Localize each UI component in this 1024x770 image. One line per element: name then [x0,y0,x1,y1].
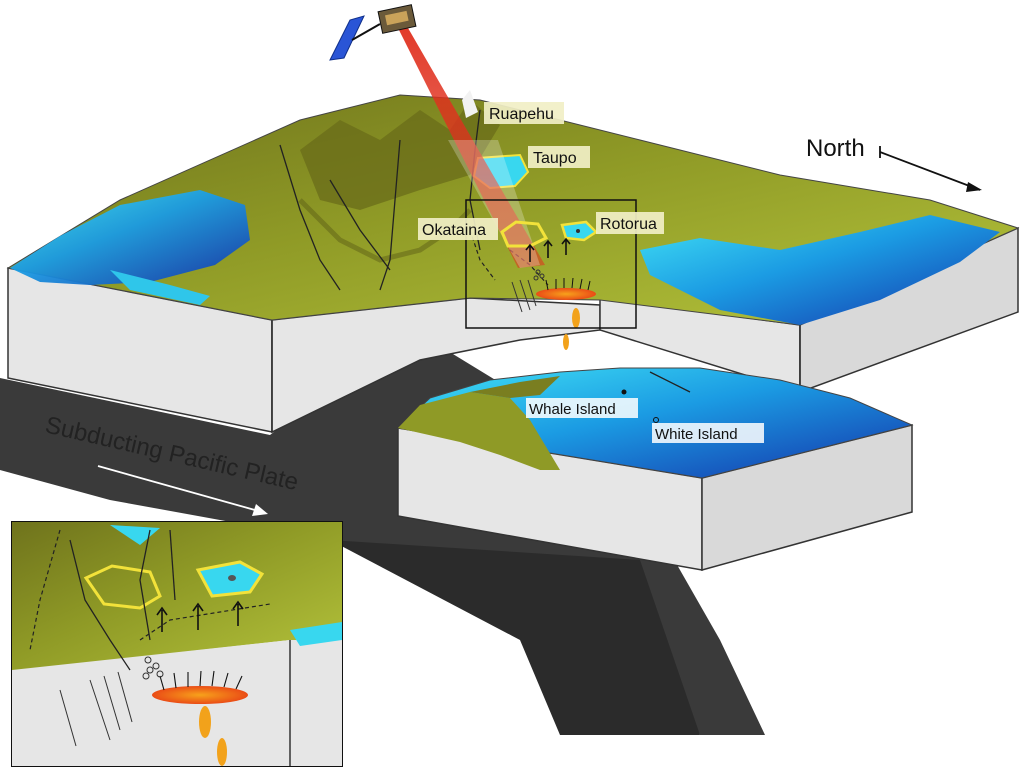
svg-text:Ruapehu: Ruapehu [489,106,554,123]
label-whale-island: Whale Island [526,398,638,418]
svg-text:Taupo: Taupo [533,150,577,167]
uplift-arrows-main [525,237,571,262]
okataina-caldera [500,220,549,248]
satellite-icon [329,4,417,61]
label-okataina: Okataina [418,218,498,240]
rotorua-caldera [560,220,598,242]
svg-text:Whale Island: Whale Island [529,401,616,418]
north-arrow: North [806,135,982,192]
svg-text:Rotorua: Rotorua [600,216,657,233]
okataina-caldera-inset [83,564,162,610]
main-block-walls [7,226,1019,434]
svg-text:North: North [806,135,865,162]
inset-panel [11,521,343,767]
svg-text:White Island: White Island [655,426,738,443]
label-taupo: Taupo [528,146,590,168]
label-ruapehu: Ruapehu [484,102,564,124]
satellite-radar-beam [398,28,545,268]
label-white-island: White Island [652,423,764,443]
label-rotorua: Rotorua [596,212,664,234]
magma-body-main [511,269,596,350]
inset-locator-box [465,199,637,329]
svg-text:Okataina: Okataina [422,222,486,239]
